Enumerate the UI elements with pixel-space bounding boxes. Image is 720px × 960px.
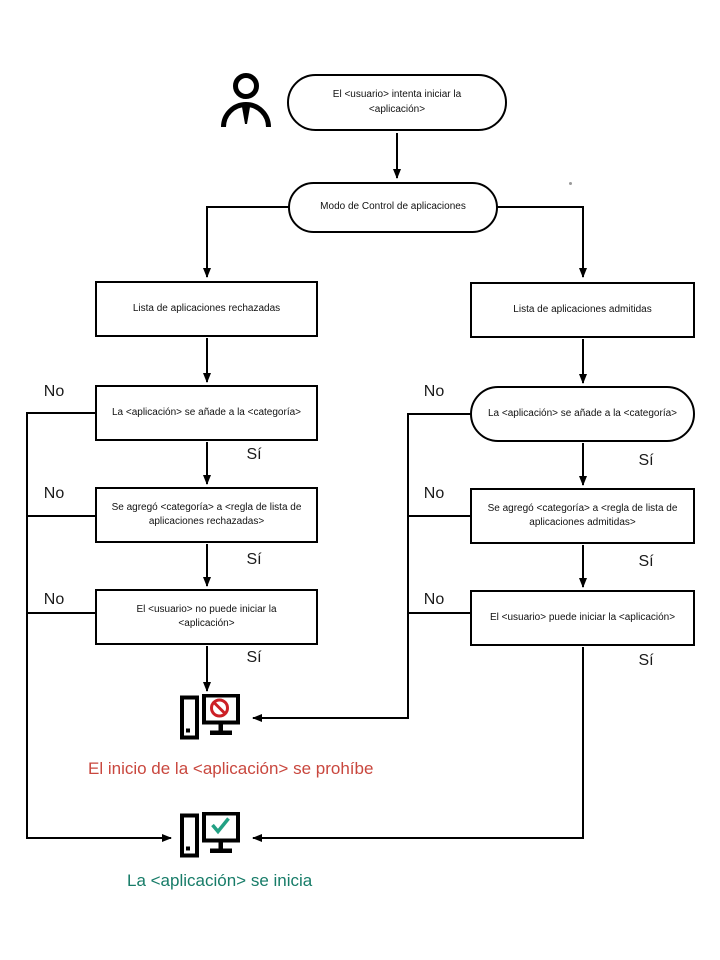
deny-rule-node-label: Se agregó <categoría> a <regla de lista … [111, 501, 302, 528]
yes-label: Sí [638, 652, 654, 669]
allowlist-node-label: Lista de aplicaciones admitidas [513, 303, 652, 315]
allow-rule-node: Se agregó <categoría> a <regla de lista … [470, 488, 695, 544]
denylist-node: Lista de aplicaciones rechazadas [95, 281, 318, 337]
allow-result-node-label: El <usuario> puede iniciar la <aplicació… [489, 611, 676, 623]
allowlist-node: Lista de aplicaciones admitidas [470, 282, 695, 338]
yes-label: Sí [246, 446, 262, 463]
start-node: El <usuario> intenta iniciar la <aplicac… [287, 74, 507, 131]
computer-blocked-icon [179, 693, 241, 744]
started-outcome-label: La <aplicación> se inicia [127, 871, 313, 890]
deny-result-node-label: El <usuario> no puede iniciar la <aplica… [136, 603, 277, 630]
allow-rule-node-label: Se agregó <categoría> a <regla de lista … [487, 502, 678, 529]
no-label: No [423, 591, 445, 608]
deny-category-node-label: La <aplicación> se añade a la <categoría… [111, 406, 302, 418]
mode-node-label: Modo de Control de aplicaciones [320, 201, 466, 213]
deny-category-node: La <aplicación> se añade a la <categoría… [95, 385, 318, 441]
yes-label: Sí [246, 551, 262, 568]
deny-rule-node: Se agregó <categoría> a <regla de lista … [95, 487, 318, 543]
allow-category-node: La <aplicación> se añade a la <categoría… [470, 386, 695, 442]
yes-label: Sí [638, 452, 654, 469]
denylist-node-label: Lista de aplicaciones rechazadas [132, 302, 281, 314]
yes-label: Sí [246, 649, 262, 666]
no-label: No [423, 383, 445, 400]
no-label: No [43, 383, 65, 400]
yes-label: Sí [638, 553, 654, 570]
allow-result-node: El <usuario> puede iniciar la <aplicació… [470, 590, 695, 646]
stray-dot [569, 182, 572, 185]
no-label: No [43, 591, 65, 608]
mode-node: Modo de Control de aplicaciones [288, 182, 498, 233]
user-icon [219, 72, 273, 130]
no-label: No [43, 485, 65, 502]
no-label: No [423, 485, 445, 502]
blocked-outcome-label: El inicio de la <aplicación> se prohíbe [88, 759, 374, 778]
allow-category-node-label: La <aplicación> se añade a la <categoría… [487, 407, 678, 419]
start-node-label: El <usuario> intenta iniciar la <aplicac… [332, 89, 462, 115]
deny-result-node: El <usuario> no puede iniciar la <aplica… [95, 589, 318, 645]
computer-ok-icon [179, 811, 241, 862]
